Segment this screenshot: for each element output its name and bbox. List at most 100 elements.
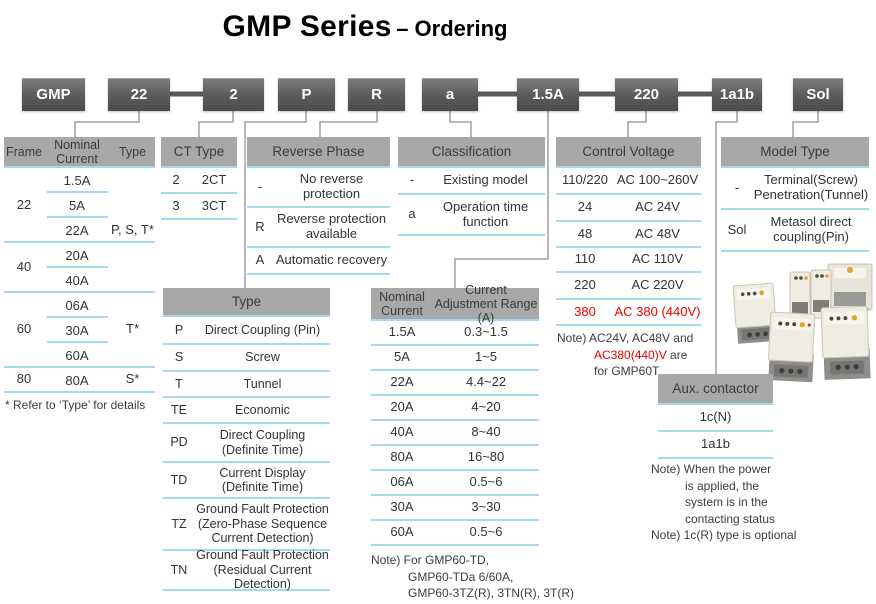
reverse-phase-header: Reverse Phase <box>247 137 390 168</box>
code-box-aux-contactor: 1a1b <box>712 78 762 111</box>
table-row: Sol Metasol direct coupling(Pin) <box>721 210 869 252</box>
table-row: 30A 3~30 <box>371 496 539 521</box>
note-line: GMP60-3TZ(R), 3TN(R), 3T(R) <box>408 586 574 601</box>
row-desc: Operation time function <box>442 198 529 229</box>
table-row: 3 3CT <box>161 194 237 220</box>
row-code: T <box>175 376 183 391</box>
table-row: T Tunnel <box>163 372 330 398</box>
code-box-model-type: Sol <box>793 78 843 111</box>
aux-contactor-header: Aux. contactor <box>658 374 773 405</box>
table-row: TD Current Display (Definite Time) <box>163 463 330 499</box>
row-code: a <box>408 206 416 222</box>
row-code: - <box>257 178 263 194</box>
row-desc: 0.3~1.5 <box>464 324 508 340</box>
current-cell: 40A <box>65 273 89 288</box>
row-code: 110 <box>574 251 596 267</box>
current-cell: 80A <box>65 373 89 388</box>
row-desc: Screw <box>245 350 280 365</box>
current-cell: 22A <box>65 223 89 238</box>
current-cell: 30A <box>65 323 89 338</box>
table-row: TN Ground Fault Protection (Residual Cur… <box>163 548 330 591</box>
note-line: AC380(440)V are <box>557 347 717 364</box>
row-desc: 1a1b <box>701 436 730 452</box>
row-desc: 3~30 <box>471 499 501 515</box>
table-row: S Screw <box>163 345 330 372</box>
table-row: R Reverse protection available <box>247 208 390 248</box>
frame-table-body: 1.5A 5A 22A 20A 40A 06A 30A 60A 80A 22 4… <box>4 168 155 395</box>
classification-table: Classification - Existing model a Operat… <box>398 137 545 236</box>
note-line: GMP60-TDa 6/60A, <box>408 569 514 584</box>
type-table: Type P Direct Coupling (Pin) S Screw T T… <box>163 288 330 591</box>
row-divider <box>47 191 108 193</box>
row-desc: 0.5~6 <box>469 524 503 540</box>
table-row: 1.5A 0.3~1.5 <box>371 321 539 346</box>
table-row: 1c(N) <box>658 405 773 432</box>
note-line: contacting status <box>685 511 776 526</box>
table-row: a Operation time function <box>398 195 545 236</box>
row-desc: AC 24V <box>635 199 680 215</box>
row-desc: 2CT <box>201 171 227 187</box>
row-desc: 1c(N) <box>699 409 732 425</box>
current-cell: 5A <box>69 198 85 213</box>
row-desc: 8~40 <box>471 424 501 440</box>
table-row: 110 AC 110V <box>556 248 701 273</box>
row-code: - <box>409 172 415 188</box>
row-code: TZ <box>171 516 187 531</box>
frame-table: Frame Nominal Current Type 1.5A 5A 22A 2… <box>4 137 155 395</box>
row-code: 30A <box>390 499 414 515</box>
page-title: GMP Series – Ordering <box>0 10 730 44</box>
control-voltage-table: Control Voltage 110/220 AC 100~260V 24 A… <box>556 137 701 326</box>
table-row: PD Direct Coupling (Definite Time) <box>163 424 330 463</box>
frame-label: 60 <box>16 321 32 336</box>
table-row: 1a1b <box>658 432 773 459</box>
row-desc: AC 110V <box>631 251 684 267</box>
model-type-header: Model Type <box>721 137 869 168</box>
note-line: Note) AC24V, AC48V and <box>557 331 694 345</box>
table-row: 380 AC 380 (440V) <box>556 300 701 326</box>
code-box-reverse-phase: R <box>348 78 405 111</box>
table-row: 06A 0.5~6 <box>371 471 539 496</box>
row-code: 20A <box>390 399 414 415</box>
row-desc: 4~20 <box>471 399 501 415</box>
table-row: 22A 4.4~22 <box>371 371 539 396</box>
row-desc: 1~5 <box>474 349 498 365</box>
row-code: P <box>174 322 184 337</box>
row-desc: No reverse protection <box>299 171 364 201</box>
code-box-frame: 22 <box>108 78 170 111</box>
current-cell: 60A <box>65 348 89 363</box>
title-sub: – Ordering <box>396 16 508 41</box>
title-main: GMP Series <box>222 10 392 43</box>
aux-contactor-table: Aux. contactor 1c(N) 1a1b <box>658 374 773 459</box>
code-box-type: P <box>278 78 335 111</box>
note-red-text: AC380(440)V <box>594 347 667 362</box>
model-type-table: Model Type - Terminal(Screw) Penetration… <box>721 137 869 252</box>
note-line: for GMP60T <box>594 364 660 379</box>
adjustment-range-col-header: Current Adjustment Range (A) <box>434 282 538 325</box>
table-row: 110/220 AC 100~260V <box>556 168 701 195</box>
code-box-control-voltage: 220 <box>615 78 678 111</box>
row-code: A <box>255 252 265 268</box>
row-code: 06A <box>390 474 414 490</box>
ct-type-header: CT Type <box>161 137 237 168</box>
row-code: 2 <box>172 171 180 187</box>
ct-type-table: CT Type 2 2CT 3 3CT <box>161 137 237 220</box>
row-code: Sol <box>727 221 747 237</box>
row-code: 80A <box>390 449 414 465</box>
row-code: 5A <box>394 349 410 365</box>
row-divider <box>47 266 108 268</box>
row-desc: Automatic recovery <box>275 252 388 268</box>
table-row: A Automatic recovery <box>247 248 390 275</box>
row-desc: Current Display (Definite Time) <box>219 465 306 494</box>
table-row: - Terminal(Screw) Penetration(Tunnel) <box>721 168 869 210</box>
note-line: system is in the <box>685 495 768 510</box>
row-desc: AC 100~260V <box>616 172 699 188</box>
row-code: 22A <box>390 374 414 390</box>
note-line: Note) 1c(R) type is optional <box>651 528 797 543</box>
reverse-phase-table: Reverse Phase - No reverse protection R … <box>247 137 390 275</box>
nominal-current-col-header: Nominal Current <box>379 289 425 318</box>
row-desc: Tunnel <box>243 376 282 391</box>
row-desc: Direct Coupling (Definite Time) <box>219 428 306 457</box>
row-code: 380 <box>574 303 596 319</box>
